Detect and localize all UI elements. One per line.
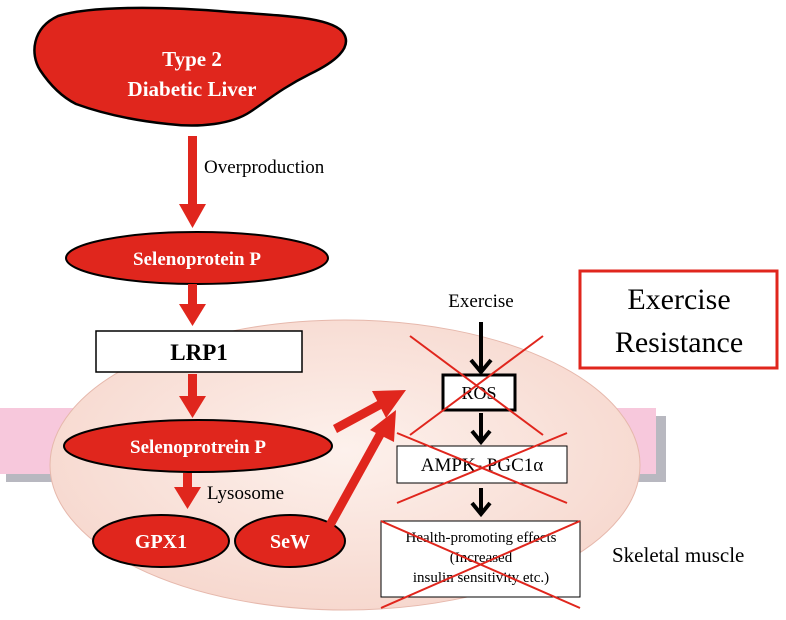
exercise-resistance-line1: Exercise — [627, 283, 730, 316]
arrow-liver-to-selenoprotein — [179, 136, 206, 228]
ros-cross — [409, 335, 544, 436]
ampk-box — [396, 445, 568, 484]
exercise-resistance-line2: Resistance — [615, 326, 743, 359]
arrow-to-gpx1 — [174, 473, 201, 509]
liver-label-line2: Diabetic Liver — [128, 77, 257, 101]
selenoprotrein-p-muscle-ellipse — [63, 419, 333, 473]
overproduction-label: Overproduction — [204, 157, 325, 178]
gpx1-ellipse — [92, 514, 230, 568]
health-box — [380, 520, 581, 598]
lrp1-label: LRP1 — [170, 340, 228, 365]
liver-label-line1: Type 2 — [162, 47, 222, 71]
health-line1: Health-promoting effects — [406, 530, 557, 546]
sew-label: SeW — [270, 531, 310, 553]
exercise-label: Exercise — [448, 291, 513, 312]
arrow-selenoprotrein-to-ros — [333, 390, 406, 433]
ros-label: ROS — [461, 383, 496, 403]
health-cross — [380, 520, 581, 609]
arrow-sew-to-ros — [326, 410, 396, 527]
arrow-selenoprotein-to-lrp1 — [179, 284, 206, 326]
skeletal-muscle-label: Skeletal muscle — [612, 543, 744, 567]
arrow-exercise-to-ros — [469, 322, 493, 376]
health-line2: (Increased — [450, 550, 513, 566]
selenoprotein-p-top-label: Selenoprotein P — [133, 249, 261, 270]
lrp1-box — [95, 330, 303, 373]
ampk-cross — [396, 432, 568, 504]
arrow-ros-to-ampk — [470, 413, 492, 446]
gpx1-label: GPX1 — [135, 531, 187, 553]
arrow-lrp1-to-selenoprotrein — [179, 374, 206, 418]
ampk-label: AMPK- PGC1α — [421, 455, 543, 476]
arrow-ampk-to-health — [470, 488, 492, 518]
exercise-resistance-box — [578, 269, 779, 370]
sew-ellipse — [234, 514, 346, 568]
selenoprotrein-p-muscle-label: Selenoprotrein P — [130, 437, 266, 458]
liver-shape — [33, 6, 348, 127]
lysosome-label: Lysosome — [207, 483, 284, 504]
health-line3: insulin sensitivity etc.) — [413, 570, 549, 586]
